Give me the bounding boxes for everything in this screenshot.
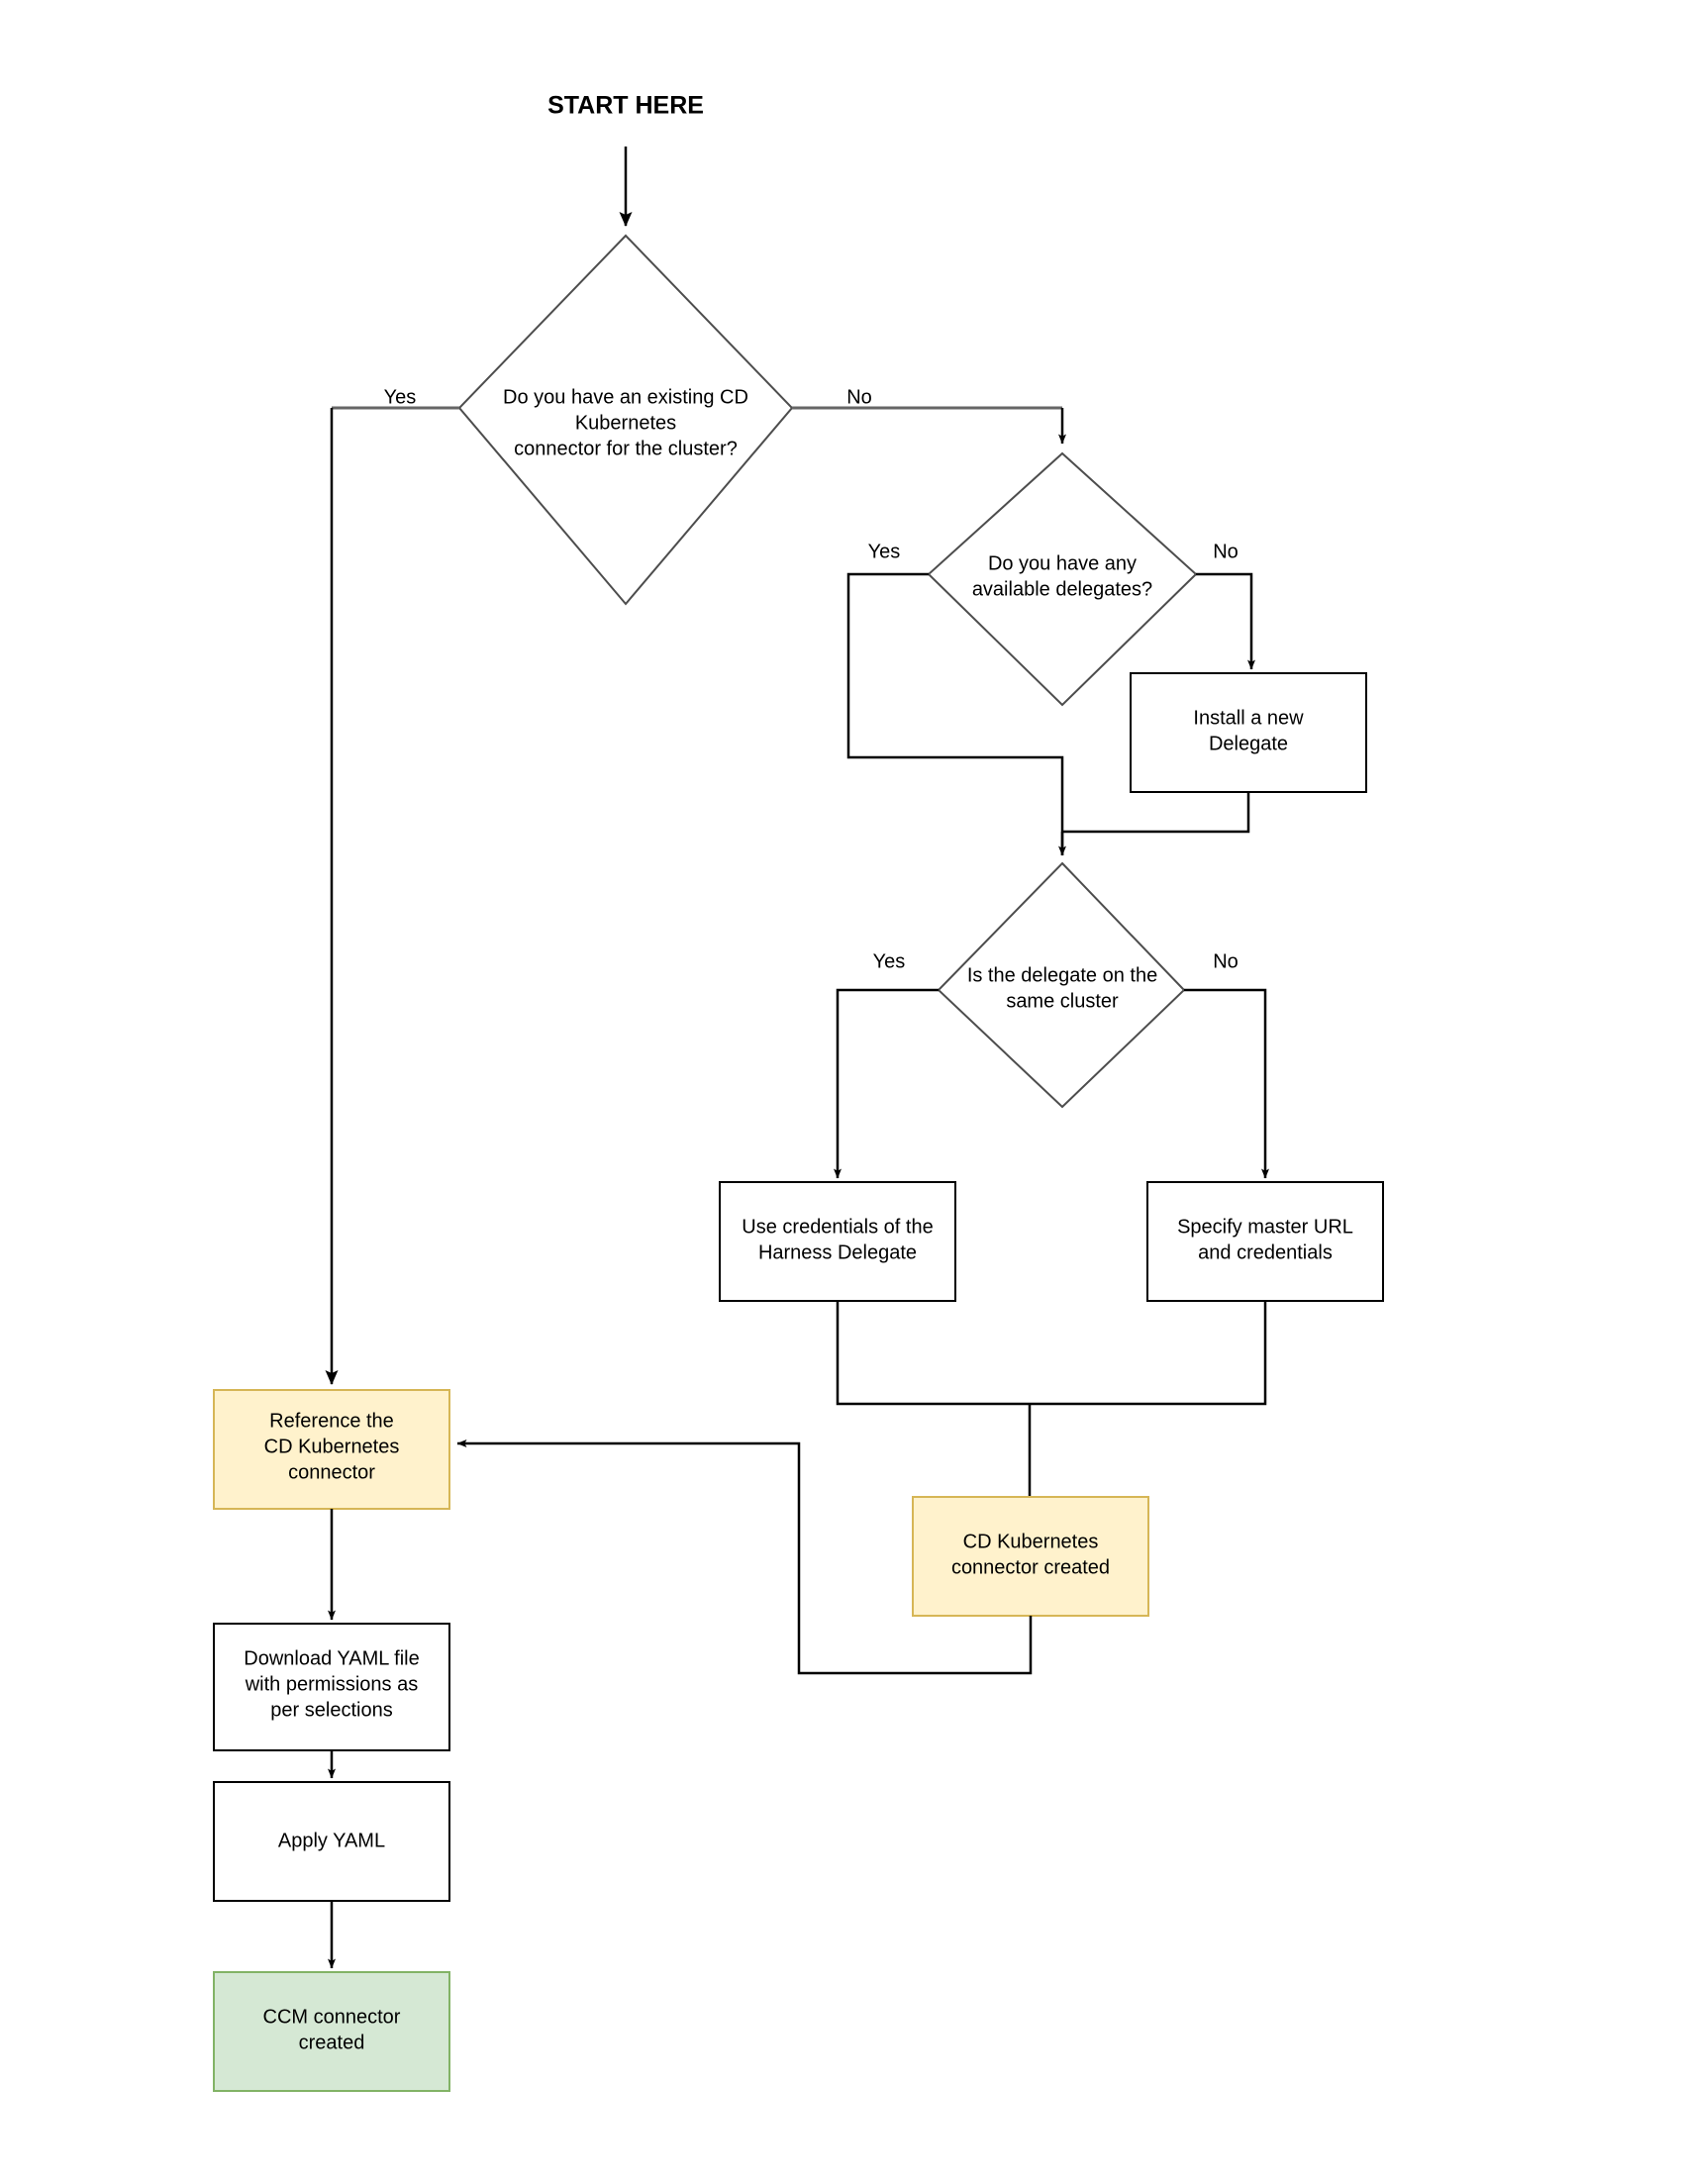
node-ccm-connector-created[interactable]: CCM connector created xyxy=(213,1971,450,2092)
decision-existing-connector-shape xyxy=(457,234,794,606)
edge-decision3-no-path xyxy=(1184,988,1269,1179)
specify-master-url-line-2: and credentials xyxy=(1198,1241,1333,1263)
ccm-connector-created-line-1: CCM connector xyxy=(263,2006,401,2028)
decision-same-cluster-shape xyxy=(937,861,1186,1109)
edge-results-merge-bar xyxy=(836,1301,1267,1406)
decision-existing-connector-line-1: Do you have an existing CD xyxy=(503,386,748,408)
edge-label-decision2-yes: Yes xyxy=(868,541,901,562)
download-yaml-line-3: per selections xyxy=(270,1699,392,1721)
reference-connector-line-2: CD Kubernetes xyxy=(264,1436,400,1457)
install-delegate-line-2: Delegate xyxy=(1209,733,1288,754)
node-use-harness-credentials[interactable]: Use credentials of the Harness Delegate xyxy=(719,1181,956,1302)
decision-existing-connector-line-2: Kubernetes xyxy=(575,412,676,434)
edge-install-delegate-to-merge xyxy=(1062,792,1250,834)
edge-decision2-yes-path xyxy=(846,572,1064,855)
node-cd-connector-created[interactable]: CD Kubernetes connector created xyxy=(912,1496,1149,1617)
ccm-connector-created-line-2: created xyxy=(299,2032,365,2053)
specify-master-url-shape xyxy=(1146,1181,1384,1302)
edge-cd-created-to-reference xyxy=(456,1439,1033,1675)
decision-same-cluster-line-1: Is the delegate on the xyxy=(967,964,1157,986)
edge-label-decision3-no: No xyxy=(1213,950,1239,972)
edge-label-decision1-yes: Yes xyxy=(384,386,417,408)
edge-decision2-no-path xyxy=(1196,572,1255,670)
apply-yaml-shape xyxy=(213,1781,450,1902)
decision-existing-connector-line-3: connector for the cluster? xyxy=(514,438,738,459)
reference-connector-line-3: connector xyxy=(288,1461,375,1483)
reference-connector-line-1: Reference the xyxy=(269,1410,394,1432)
node-decision-existing-connector[interactable]: Do you have an existing CD Kubernetes co… xyxy=(457,234,794,606)
use-harness-credentials-shape xyxy=(719,1181,956,1302)
install-delegate-shape xyxy=(1130,672,1367,793)
download-yaml-shape xyxy=(213,1623,450,1751)
edge-label-decision3-yes: Yes xyxy=(873,950,906,972)
start-here-label: START HERE xyxy=(547,92,704,120)
decision-available-delegates-line-2: available delegates? xyxy=(972,578,1152,600)
edge-label-decision1-no: No xyxy=(846,386,872,408)
node-reference-connector[interactable]: Reference the CD Kubernetes connector xyxy=(213,1389,450,1510)
node-decision-available-delegates[interactable]: Do you have any available delegates? xyxy=(927,451,1198,707)
decision-same-cluster-line-2: same cluster xyxy=(1006,990,1119,1012)
edge-label-decision2-no: No xyxy=(1213,541,1239,562)
node-specify-master-url[interactable]: Specify master URL and credentials xyxy=(1146,1181,1384,1302)
decision-available-delegates-shape xyxy=(927,451,1198,707)
cd-connector-created-shape xyxy=(912,1496,1149,1617)
specify-master-url-line-1: Specify master URL xyxy=(1177,1216,1353,1238)
download-yaml-line-1: Download YAML file xyxy=(244,1647,420,1669)
node-apply-yaml[interactable]: Apply YAML xyxy=(213,1781,450,1902)
use-harness-credentials-line-1: Use credentials of the xyxy=(742,1216,933,1238)
cd-connector-created-line-2: connector created xyxy=(951,1556,1110,1578)
download-yaml-line-2: with permissions as xyxy=(245,1673,419,1695)
node-decision-same-cluster[interactable]: Is the delegate on the same cluster xyxy=(937,861,1186,1109)
node-install-delegate[interactable]: Install a new Delegate xyxy=(1130,672,1367,793)
ccm-connector-created-shape xyxy=(213,1971,450,2092)
use-harness-credentials-line-2: Harness Delegate xyxy=(758,1241,917,1263)
cd-connector-created-line-1: CD Kubernetes xyxy=(963,1531,1099,1552)
node-download-yaml[interactable]: Download YAML file with permissions as p… xyxy=(213,1623,450,1751)
apply-yaml-line-1: Apply YAML xyxy=(278,1830,385,1851)
edge-decision3-yes-path xyxy=(834,988,939,1179)
install-delegate-line-1: Install a new xyxy=(1193,707,1304,729)
decision-available-delegates-line-1: Do you have any xyxy=(988,552,1137,574)
reference-connector-shape xyxy=(213,1389,450,1510)
